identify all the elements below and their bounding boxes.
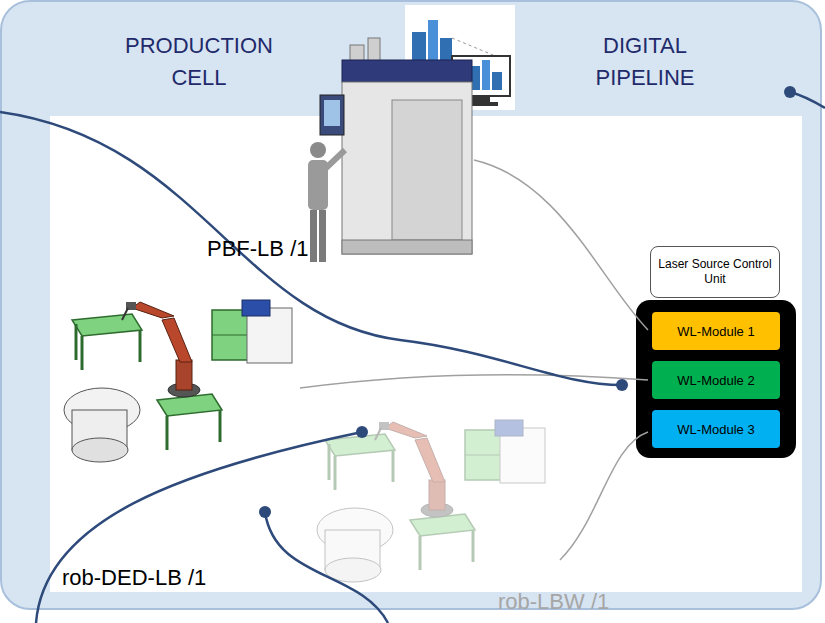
section-heading: DIGITAL PIPELINE (595, 33, 694, 90)
cell-panel: PRODUCTION CELL DIGITAL PIPELINE Laser Sou… (0, 0, 822, 610)
module-box: WL-Module 1 (652, 312, 780, 350)
module-box: WL-Module 2 (652, 361, 780, 399)
machine-label: rob-LBW /1 (498, 589, 609, 615)
module-label: WL-Module 3 (677, 422, 754, 437)
machine-label: PBF-LB /1 (207, 236, 308, 262)
machine-label: rob-DED-LB /1 (62, 565, 206, 591)
module-label: WL-Module 2 (677, 373, 754, 388)
module-label: WL-Module 1 (677, 324, 754, 339)
module-box: WL-Module 3 (652, 410, 780, 448)
section-heading: PRODUCTION CELL (125, 33, 273, 90)
module-box: Laser Source Control Unit (650, 246, 780, 298)
module-label: Laser Source Control Unit (657, 257, 773, 287)
